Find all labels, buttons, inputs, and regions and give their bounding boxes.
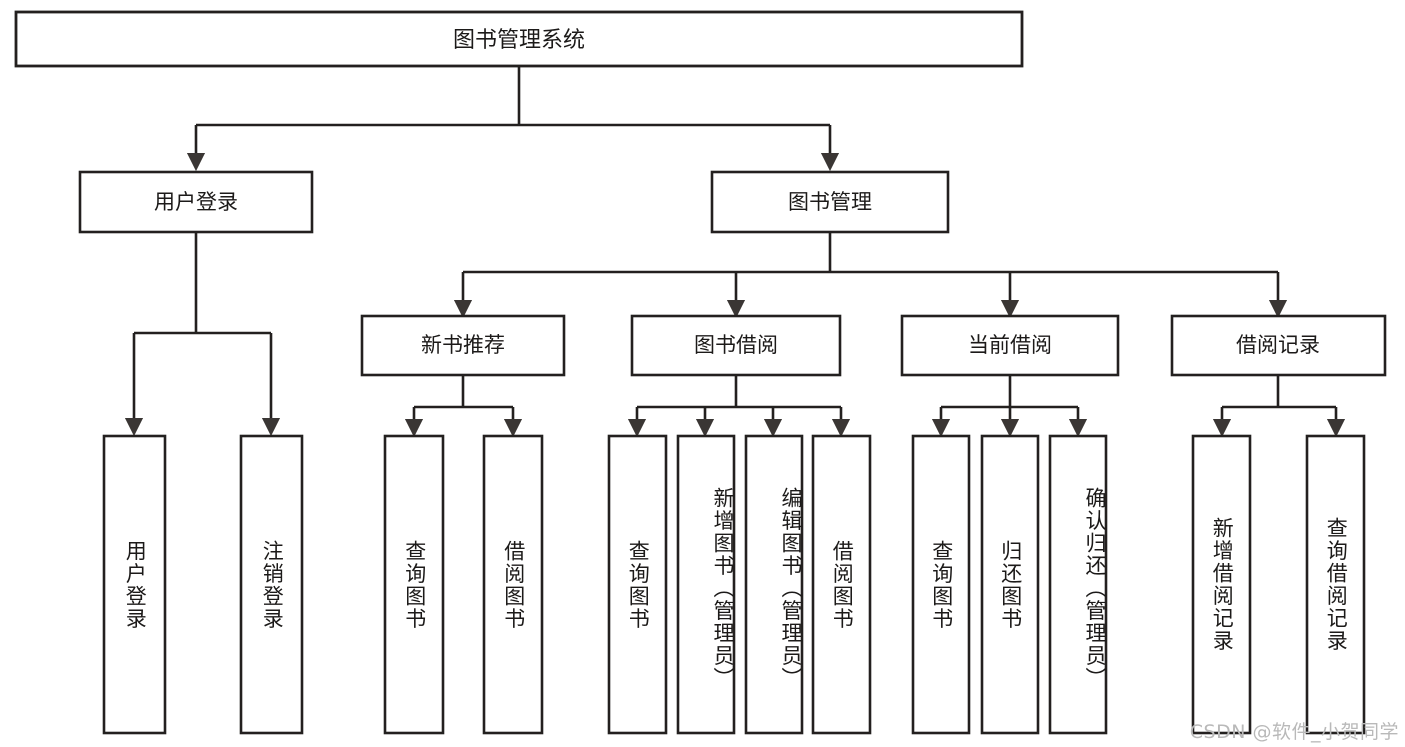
node-new-book-recommend[interactable]: 新书推荐 [360, 314, 566, 377]
node-book-borrow[interactable]: 图书借阅 [630, 314, 842, 377]
edge-group [124, 66, 1346, 438]
node-leaf-borrow-record-1[interactable] [1191, 434, 1252, 735]
node-current-borrow[interactable]: 当前借阅 [900, 314, 1120, 377]
node-leaf-new-book-2[interactable] [482, 434, 544, 735]
node-leaf-current-borrow-1[interactable] [911, 434, 971, 735]
node-leaf-current-borrow-2[interactable] [980, 434, 1040, 735]
node-leaf-book-borrow-2[interactable] [676, 434, 736, 735]
watermark-text: CSDN @软件_小贺同学 [1189, 721, 1399, 743]
node-leaf-user-login-2[interactable] [239, 434, 304, 735]
node-current-borrow-label: 当前借阅 [968, 333, 1052, 357]
node-group: 图书管理系统 用户登录 图书管理 新书推荐 图书借阅 当前 [14, 10, 1387, 735]
node-root[interactable]: 图书管理系统 [14, 10, 1024, 68]
node-book-manage-label: 图书管理 [788, 190, 872, 214]
node-leaf-user-login-1[interactable] [102, 434, 167, 735]
node-root-label: 图书管理系统 [453, 28, 585, 53]
node-leaf-book-borrow-4[interactable] [811, 434, 872, 735]
node-leaf-book-borrow-1[interactable] [607, 434, 668, 735]
node-borrow-record-label: 借阅记录 [1236, 333, 1320, 357]
node-book-manage[interactable]: 图书管理 [710, 170, 950, 234]
node-leaf-book-borrow-3[interactable] [744, 434, 804, 735]
node-leaf-new-book-1[interactable] [383, 434, 445, 735]
node-user-login[interactable]: 用户登录 [78, 170, 314, 234]
node-book-borrow-label: 图书借阅 [694, 333, 778, 357]
node-leaf-current-borrow-3[interactable] [1048, 434, 1108, 735]
node-borrow-record[interactable]: 借阅记录 [1170, 314, 1387, 377]
node-user-login-label: 用户登录 [154, 190, 238, 214]
node-leaf-borrow-record-2[interactable] [1305, 434, 1366, 735]
node-new-book-recommend-label: 新书推荐 [421, 333, 505, 357]
